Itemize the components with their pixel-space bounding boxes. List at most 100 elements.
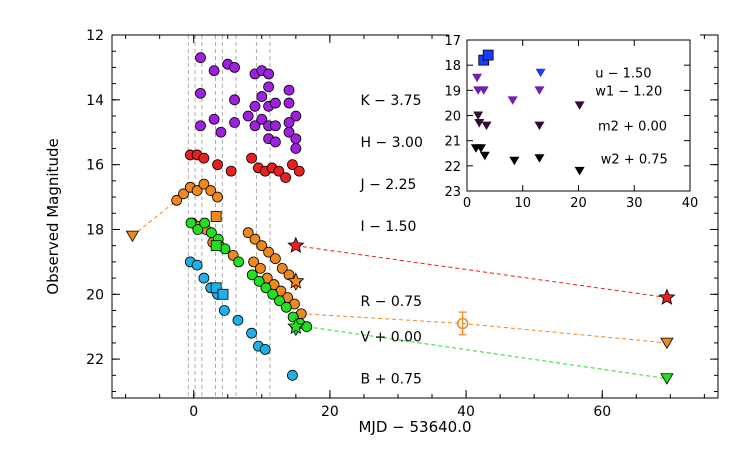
inset-y-tick-label: 17	[444, 34, 461, 49]
star-marker	[287, 236, 305, 253]
series-label: K − 3.75	[361, 93, 422, 109]
late-time-link	[301, 313, 667, 344]
data-point	[290, 143, 302, 154]
x-tick-label: 0	[189, 404, 198, 420]
data-point	[191, 259, 203, 271]
data-point	[273, 165, 285, 177]
data-point	[283, 97, 295, 109]
data-point	[256, 91, 268, 102]
series-label: B + 0.75	[361, 372, 422, 388]
data-point	[229, 117, 240, 128]
inset-upper-limit-marker	[479, 151, 490, 161]
inset-y-tick-label: 20	[444, 110, 461, 125]
data-point	[290, 133, 302, 145]
data-point	[242, 110, 254, 122]
data-point	[198, 152, 210, 164]
data-point	[293, 165, 305, 177]
data-point	[456, 317, 469, 330]
inset-upper-limit-marker	[473, 111, 484, 120]
inset-x-tick-label: 0	[463, 196, 471, 211]
inset-y-tick-label: 21	[444, 135, 461, 150]
inset-upper-limit-marker	[534, 121, 545, 131]
late-time-link	[306, 326, 667, 380]
data-point	[290, 110, 302, 122]
y-tick-label: 18	[86, 222, 104, 238]
data-point	[287, 369, 298, 381]
data-point	[208, 65, 220, 77]
late-time-link	[132, 199, 178, 237]
data-point	[270, 136, 281, 148]
data-point	[212, 191, 223, 203]
inset-upper-limit-marker	[472, 73, 483, 83]
data-point	[218, 305, 230, 316]
data-point	[171, 194, 183, 206]
star-marker	[287, 317, 305, 335]
data-point	[248, 256, 260, 268]
x-tick-label: 60	[593, 404, 611, 420]
data-point	[256, 240, 268, 252]
star-marker	[287, 272, 305, 289]
square-marker	[210, 282, 222, 294]
y-tick-label: 22	[86, 352, 104, 368]
y-tick-label: 16	[86, 158, 104, 174]
inset-upper-limit-marker	[574, 101, 585, 110]
main-plot: K − 3.75H − 3.00J − 2.25I − 1.50R − 0.75…	[44, 28, 719, 436]
data-point	[246, 269, 258, 281]
data-point	[242, 227, 254, 239]
data-point	[212, 159, 223, 171]
data-point	[283, 126, 295, 138]
data-point	[259, 343, 271, 355]
x-tick-label: 20	[321, 404, 339, 420]
data-point	[229, 62, 240, 73]
data-point	[208, 113, 220, 125]
x-tick-label: 40	[457, 404, 475, 420]
y-tick-label: 14	[86, 93, 104, 109]
data-point	[185, 217, 197, 229]
data-point	[283, 117, 295, 128]
y-tick-label: 12	[86, 28, 104, 44]
square-marker	[210, 211, 222, 222]
inset-y-tick-label: 23	[444, 185, 461, 200]
data-point	[280, 301, 292, 313]
data-point	[249, 120, 261, 132]
data-point	[267, 288, 279, 300]
data-point	[280, 172, 292, 184]
inset-x-tick-label: 30	[626, 196, 643, 211]
data-point	[263, 81, 275, 93]
data-point	[199, 217, 211, 229]
data-point	[215, 126, 227, 138]
plot-frame	[111, 34, 719, 399]
inset-upper-limit-marker	[475, 144, 486, 153]
inset-x-tick-label: 40	[682, 196, 699, 211]
square-marker	[210, 240, 222, 252]
data-point	[249, 233, 261, 245]
series-label: H − 3.00	[361, 135, 423, 151]
data-point	[256, 113, 268, 125]
data-point	[229, 94, 240, 106]
inset-y-tick-label: 18	[444, 59, 461, 74]
inset-upper-limit-marker	[478, 86, 489, 95]
data-point	[287, 159, 298, 171]
data-point	[276, 262, 288, 274]
data-point	[249, 100, 261, 112]
data-point	[225, 165, 237, 177]
series-label: V + 0.00	[361, 329, 422, 345]
inset-y-tick-label: 22	[444, 160, 461, 175]
data-point	[301, 321, 313, 333]
data-point	[232, 314, 244, 326]
data-point	[263, 246, 275, 258]
inset-upper-limit-marker	[534, 86, 545, 95]
y-axis-title: Observed Magnitude	[44, 138, 62, 294]
data-point	[195, 52, 206, 64]
series-label: J − 2.25	[360, 177, 417, 193]
late-time-link	[295, 245, 667, 298]
upper-limit-marker	[660, 337, 674, 350]
data-point	[283, 84, 295, 96]
data-point	[191, 185, 203, 196]
data-point	[206, 227, 217, 239]
inset-series-label: u − 1.50	[595, 67, 651, 82]
upper-limit-marker	[125, 230, 140, 243]
data-point	[233, 256, 245, 268]
inset-upper-limit-marker	[535, 68, 546, 78]
